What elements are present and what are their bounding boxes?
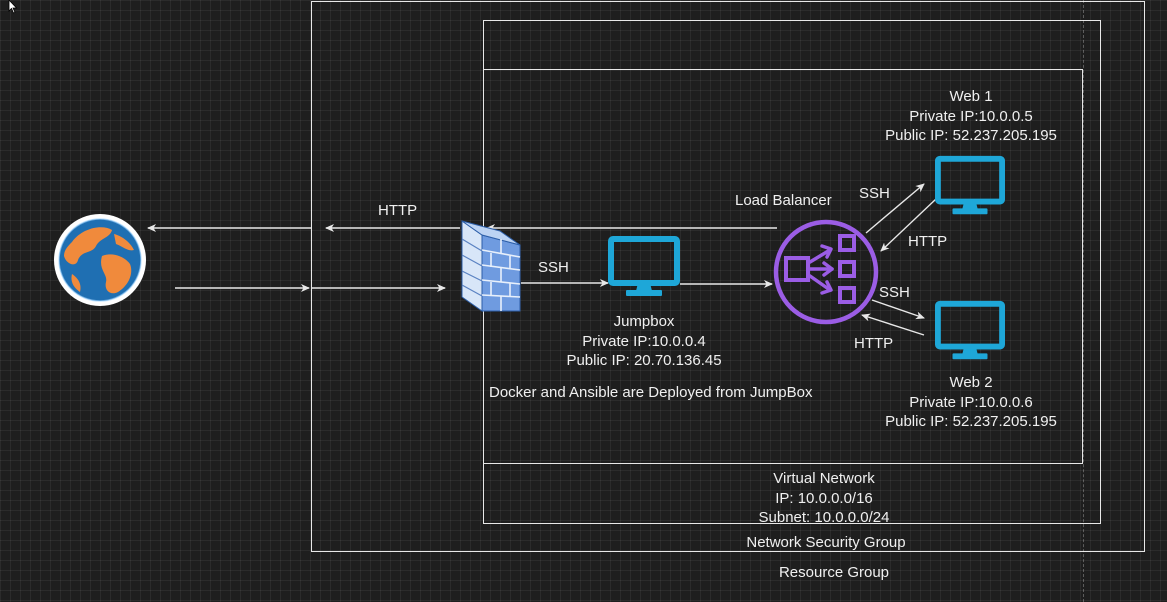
- arrow-lb-to-web2: [871, 299, 925, 320]
- edge-label-http-internet: HTTP: [378, 202, 418, 219]
- network-security-group-label: Network Security Group: [746, 534, 906, 551]
- jumpbox-monitor-icon: [608, 236, 680, 296]
- virtual-network-label: Virtual Network IP: 10.0.0.0/16 Subnet: …: [724, 469, 924, 528]
- web2-monitor-icon: [935, 300, 1005, 360]
- jumpbox-private-ip: Private IP:10.0.0.4: [582, 332, 706, 350]
- jumpbox-name: Jumpbox: [613, 313, 675, 330]
- globe-icon: [54, 214, 146, 306]
- web2-name: Web 2: [949, 374, 993, 391]
- web1-label: Web 1 Private IP:10.0.0.5 Public IP: 52.…: [861, 87, 1081, 146]
- edge-label-ssh-jumpbox: SSH: [538, 259, 569, 276]
- firewall-icon: [461, 220, 521, 312]
- web2-private-ip: Private IP:10.0.0.6: [909, 393, 1033, 411]
- edge-label-http-web1: HTTP: [908, 233, 948, 250]
- virtual-network-subnet: Subnet: 10.0.0.0/24: [758, 509, 890, 526]
- web1-private-ip: Private IP:10.0.0.5: [909, 107, 1033, 125]
- deployment-note: Docker and Ansible are Deployed from Jum…: [489, 384, 813, 401]
- arrow-lb-to-web1: [865, 183, 925, 234]
- web1-public-ip: Public IP: 52.237.205.195: [885, 127, 1057, 144]
- page-boundary-line: [1083, 0, 1084, 602]
- web2-label: Web 2 Private IP:10.0.0.6 Public IP: 52.…: [861, 373, 1081, 432]
- edge-label-ssh-web2: SSH: [879, 284, 910, 301]
- load-balancer-icon: [773, 219, 879, 325]
- edge-label-ssh-web1: SSH: [859, 185, 890, 202]
- resource-group-box: [311, 1, 1145, 552]
- arrow-web1-to-lb: [880, 198, 937, 252]
- virtual-network-ip: IP: 10.0.0.0/16: [775, 489, 873, 507]
- mouse-cursor-icon: [8, 0, 18, 14]
- web2-public-ip: Public IP: 52.237.205.195: [885, 413, 1057, 430]
- edge-label-http-web2: HTTP: [854, 335, 894, 352]
- arrow-web2-to-lb: [861, 313, 925, 336]
- jumpbox-public-ip: Public IP: 20.70.136.45: [566, 352, 722, 369]
- load-balancer-label: Load Balancer: [735, 192, 832, 209]
- web1-monitor-icon: [935, 155, 1005, 215]
- resource-group-label: Resource Group: [778, 564, 890, 581]
- virtual-network-name: Virtual Network: [773, 470, 875, 487]
- jumpbox-label: Jumpbox Private IP:10.0.0.4 Public IP: 2…: [544, 312, 744, 371]
- web1-name: Web 1: [949, 88, 993, 105]
